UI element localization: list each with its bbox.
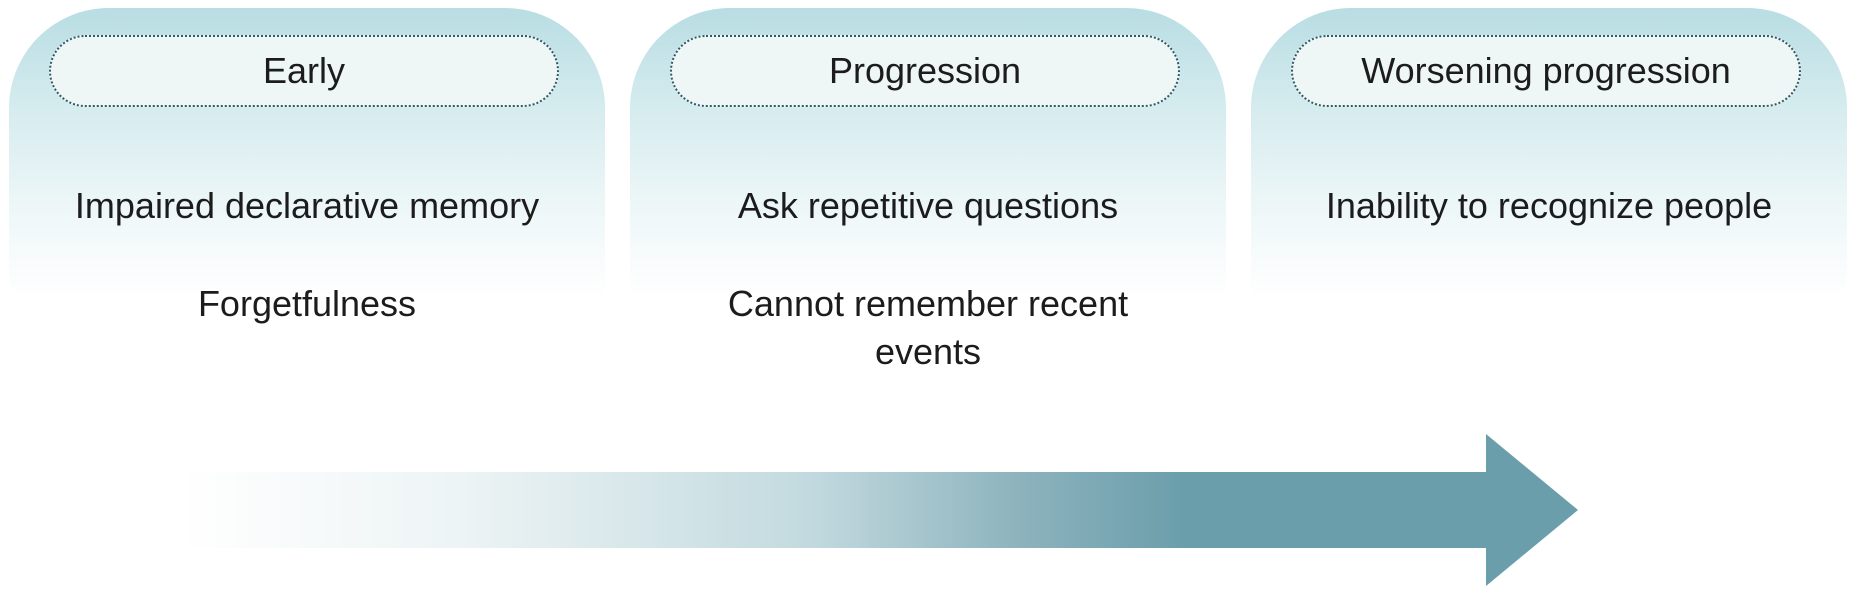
symptom-inability-to-recognize-people: Inability to recognize people: [1325, 185, 1773, 226]
symptom-impaired-declarative-memory: Impaired declarative memory: [74, 185, 540, 226]
symptom-cannot-remember-recent-events: Cannot remember recent events: [727, 283, 1129, 372]
arrow-shape: [180, 434, 1578, 586]
stage-panel-worsening: Worsening progression: [1251, 8, 1847, 298]
progression-arrow-icon: [180, 434, 1578, 586]
stage-panel-progression: Progression: [630, 8, 1226, 298]
stage-label-worsening: Worsening progression: [1291, 35, 1801, 107]
stage-panel-early: Early: [9, 8, 605, 298]
symptom-forgetfulness: Forgetfulness: [197, 283, 417, 324]
stage-label-early: Early: [49, 35, 559, 107]
symptom-ask-repetitive-questions: Ask repetitive questions: [737, 185, 1119, 226]
stage-label-progression: Progression: [670, 35, 1180, 107]
